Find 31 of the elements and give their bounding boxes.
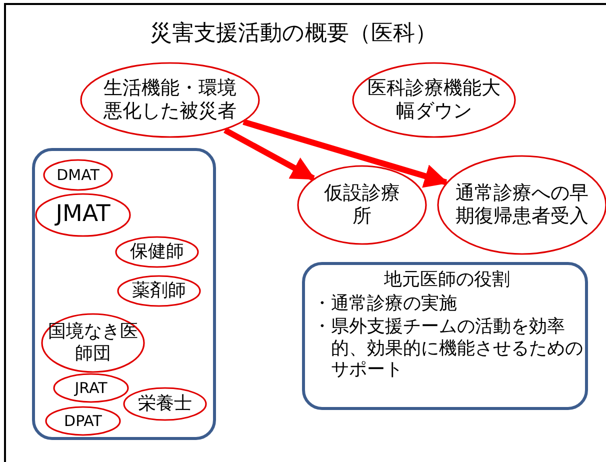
node-text: 保健師 [129,241,185,263]
ellipse-node [53,373,129,403]
panel-heading: 地元医師の役割 [383,269,511,291]
ellipse-node [117,275,201,307]
node-text: JMAT [54,201,112,229]
ellipse-node [80,62,260,138]
node-text: JRAT [73,379,108,397]
node-text: 医科診療機能大幅ダウン [366,77,502,123]
node-text: 生活機能・環境悪化した被災者 [102,77,238,123]
ellipse-node [43,159,113,191]
node-text: 国境なき医師団 [48,321,138,365]
ellipse-node [115,236,199,268]
ellipse-node [352,62,516,138]
title: 災害支援活動の概要（医科） [150,20,437,48]
ellipse-node [41,313,145,373]
bullet-item: ・通常診療の実施 [313,292,458,314]
node-text: DPAT [63,412,103,430]
ellipse-node [123,387,207,421]
role-panel [302,262,588,410]
group-panel [32,148,216,440]
node-text: DMAT [56,166,100,184]
ellipse-node [35,193,131,237]
ellipse-node [45,406,121,436]
ellipse-node [297,165,427,245]
node-text: 栄養士 [137,393,193,415]
arrow [242,119,448,188]
node-text: 仮設診療所 [323,182,401,228]
bullet-item: ・県外支援チームの活動を効率的、効果的に機能させるためのサポート [313,316,584,381]
arrow [224,127,316,182]
node-text: 通常診療への早期復帰患者受入 [454,182,590,228]
node-text: 薬剤師 [131,280,187,302]
